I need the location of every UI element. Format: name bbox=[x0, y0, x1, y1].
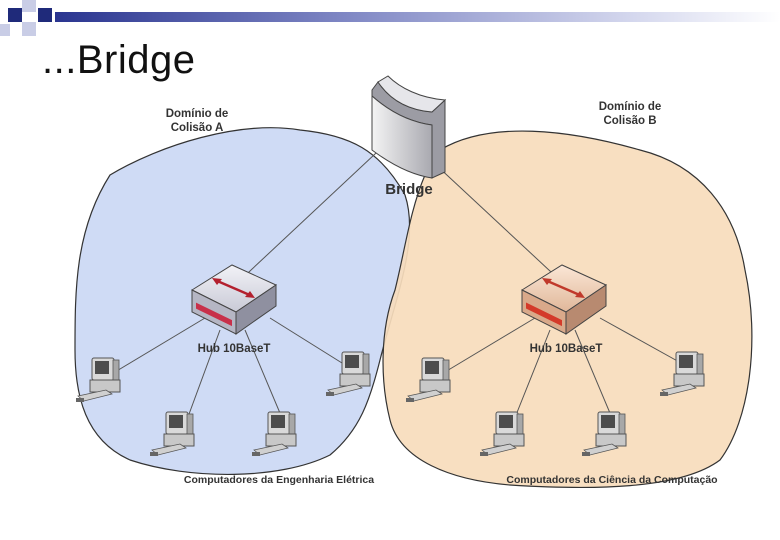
hub-b-label: Hub 10BaseT bbox=[530, 343, 603, 355]
computers-a-label: Computadores da Engenharia Elétrica bbox=[184, 474, 374, 486]
domain-a-label-line2: Colisão A bbox=[171, 122, 224, 134]
hub-a-label: Hub 10BaseT bbox=[198, 343, 271, 355]
domain-b-label-line1: Domínio de bbox=[599, 101, 662, 113]
bridge-icon bbox=[371, 75, 447, 179]
header-bar bbox=[55, 12, 780, 22]
domain-b-label-line2: Colisão B bbox=[603, 115, 656, 127]
domain-a-label-line1: Domínio de bbox=[166, 108, 229, 120]
computers-b-label: Computadores da Ciência da Computação bbox=[506, 474, 717, 486]
bridge-label: Bridge bbox=[385, 181, 433, 198]
hub-a-icon bbox=[190, 264, 278, 335]
slide-title: ...Bridge bbox=[42, 38, 196, 82]
hub-b-icon bbox=[520, 264, 608, 335]
corner-decoration bbox=[0, 0, 70, 50]
